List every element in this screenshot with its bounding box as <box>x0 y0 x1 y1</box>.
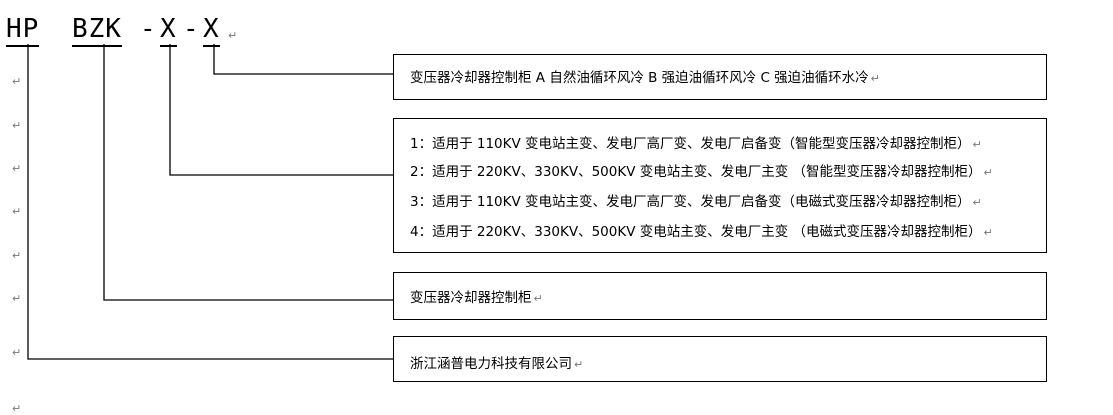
box-product-name: 变压器冷却器控制柜↵ <box>393 272 1047 320</box>
code-dash-2: - <box>183 14 200 44</box>
box-line: 变压器冷却器控制柜↵ <box>410 290 543 306</box>
connector-x2-to-box-cooling-type <box>213 44 393 75</box>
connector-x1-to-box-application <box>169 44 393 176</box>
paragraph-mark: ↵ <box>12 292 22 305</box>
paragraph-mark: ↵ <box>12 402 22 415</box>
paragraph-mark: ↵ <box>12 249 22 262</box>
code-bzk: BZK <box>72 14 122 47</box>
box-line: 变压器冷却器控制柜 A 自然油循环风冷 B 强迫油循环风冷 C 强迫油循环水冷↵ <box>410 70 880 86</box>
code-dash-1: - <box>140 14 157 44</box>
box-line: 浙江涵普电力科技有限公司↵ <box>410 356 584 372</box>
box-line: 4：适用于 220KV、330KV、500KV 变电站主变、发电厂主变 （电磁式… <box>410 224 993 240</box>
code-x-1: X <box>160 14 177 47</box>
code-hp: HP <box>6 14 40 47</box>
paragraph-mark: ↵ <box>12 119 22 132</box>
paragraph-mark: ↵ <box>12 346 22 359</box>
paragraph-mark: ↵ <box>12 75 22 88</box>
box-company-name: 浙江涵普电力科技有限公司↵ <box>393 336 1047 382</box>
paragraph-mark: ↵ <box>228 29 238 42</box>
box-application-scope: 1：适用于 110KV 变电站主变、发电厂高厂变、发电厂启备变（智能型变压器冷却… <box>393 118 1047 253</box>
box-cooling-type: 变压器冷却器控制柜 A 自然油循环风冷 B 强迫油循环风冷 C 强迫油循环水冷↵ <box>393 54 1047 100</box>
paragraph-mark: ↵ <box>12 205 22 218</box>
box-line: 1：适用于 110KV 变电站主变、发电厂高厂变、发电厂启备变（智能型变压器冷却… <box>410 136 982 152</box>
box-line: 3：适用于 110KV 变电站主变、发电厂高厂变、发电厂启备变（电磁式变压器冷却… <box>410 194 982 210</box>
connector-hp-to-box-company <box>27 44 393 360</box>
box-line: 2：适用于 220KV、330KV、500KV 变电站主变、发电厂主变 （智能型… <box>410 164 993 180</box>
connector-bzk-to-box-product <box>103 44 393 301</box>
code-x-2: X <box>203 14 220 47</box>
paragraph-mark: ↵ <box>12 162 22 175</box>
